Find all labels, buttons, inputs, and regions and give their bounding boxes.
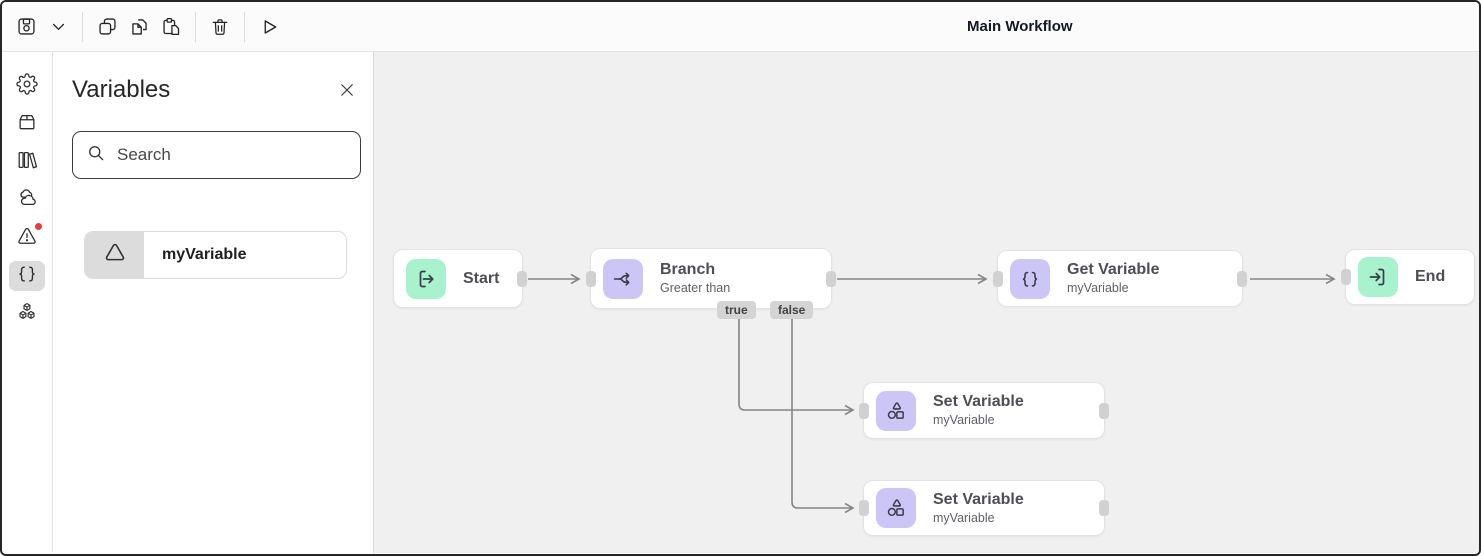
sidebar-item-modules[interactable] <box>9 299 45 329</box>
chevron-down-icon <box>50 18 67 35</box>
node-branch[interactable]: Branch Greater than <box>586 248 836 309</box>
shapes-icon <box>876 488 916 528</box>
delete-button[interactable] <box>204 10 236 44</box>
edge-arrowhead <box>844 404 855 416</box>
edge-false-setvariable2[interactable] <box>791 318 851 509</box>
variable-list-item[interactable]: myVariable <box>84 231 347 279</box>
panel-title: Variables <box>72 76 171 103</box>
triangle-icon <box>100 238 130 273</box>
end-enter-arrow-icon <box>1358 257 1398 297</box>
variables-panel: Variables myVariable <box>53 52 374 553</box>
variable-name: myVariable <box>162 246 247 263</box>
node-title: Branch <box>660 261 716 279</box>
toolbar <box>10 10 285 44</box>
save-options-button[interactable] <box>42 10 74 44</box>
edges-layer <box>528 273 1336 514</box>
search-input[interactable] <box>115 144 347 166</box>
workflow-title: Main Workflow <box>967 18 1073 35</box>
panel-close-button[interactable] <box>336 81 358 103</box>
output-port[interactable] <box>826 270 836 287</box>
sidebar-item-library[interactable] <box>9 147 45 177</box>
toolbar-divider <box>244 11 245 42</box>
sidebar-item-alerts[interactable] <box>9 223 45 253</box>
edge-arrowhead <box>570 273 581 285</box>
node-start[interactable]: Start <box>393 249 527 308</box>
blocks-cubes-icon <box>16 301 38 328</box>
node-subtitle: Greater than <box>660 281 731 296</box>
workflow-canvas[interactable]: Start Branch Greater than true false <box>374 52 1479 553</box>
output-port[interactable] <box>1099 500 1109 516</box>
output-port[interactable] <box>1099 402 1109 419</box>
copy-icon <box>97 16 118 37</box>
variable-icon-box <box>85 232 144 278</box>
icon-sidebar <box>2 52 53 553</box>
node-set-variable-1[interactable]: Set Variable myVariable <box>859 382 1109 439</box>
shapes-icon <box>876 390 916 431</box>
header: Main Workflow <box>2 2 1479 52</box>
sidebar-item-cloud[interactable] <box>9 185 45 215</box>
input-port[interactable] <box>1341 269 1351 285</box>
warning-triangle-icon <box>16 225 38 252</box>
duplicate-icon <box>129 16 150 37</box>
node-subtitle: myVariable <box>933 413 995 428</box>
input-port[interactable] <box>859 500 869 516</box>
node-subtitle: myVariable <box>1067 281 1129 296</box>
toolbar-divider <box>82 11 83 42</box>
package-box-icon <box>16 111 38 138</box>
trash-icon <box>210 17 230 37</box>
node-get-variable[interactable]: Get Variable myVariable <box>993 250 1247 307</box>
library-books-icon <box>16 149 38 176</box>
main-area: Variables myVariable <box>2 52 1479 553</box>
edge-true-setvariable1[interactable] <box>738 318 851 411</box>
clouds-icon <box>16 187 38 214</box>
input-port[interactable] <box>859 402 869 419</box>
sidebar-item-variables[interactable] <box>9 261 45 291</box>
run-button[interactable] <box>253 10 285 44</box>
sidebar-item-settings[interactable] <box>9 71 45 101</box>
node-subtitle: myVariable <box>933 510 995 525</box>
input-port[interactable] <box>586 270 596 287</box>
input-port[interactable] <box>993 270 1003 287</box>
curly-braces-icon <box>16 263 38 290</box>
output-port[interactable] <box>517 270 527 287</box>
save-button[interactable] <box>10 10 42 44</box>
node-title: Start <box>463 269 500 287</box>
save-icon <box>16 16 37 37</box>
gear-icon <box>16 72 38 100</box>
paste-icon <box>161 16 182 37</box>
search-box[interactable] <box>72 131 361 179</box>
edge-arrowhead <box>1325 273 1336 285</box>
node-title: End <box>1415 268 1446 285</box>
paste-button[interactable] <box>155 10 187 44</box>
copy-button[interactable] <box>91 10 123 44</box>
node-title: Set Variable <box>933 393 1024 411</box>
branch-true-port-label[interactable]: true <box>717 301 756 319</box>
sidebar-item-packages[interactable] <box>9 109 45 139</box>
search-icon <box>86 143 106 168</box>
branch-split-icon <box>603 258 643 299</box>
duplicate-button[interactable] <box>123 10 155 44</box>
output-port[interactable] <box>1237 270 1247 287</box>
alert-badge-dot <box>35 223 42 230</box>
play-icon <box>259 17 279 37</box>
close-icon <box>338 81 356 104</box>
node-title: Set Variable <box>933 490 1024 508</box>
edge-arrowhead <box>844 502 855 514</box>
edge-arrowhead <box>977 273 988 285</box>
toolbar-divider <box>195 11 196 42</box>
node-set-variable-2[interactable]: Set Variable myVariable <box>859 480 1109 536</box>
start-exit-arrow-icon <box>406 258 446 299</box>
node-end[interactable]: End <box>1341 249 1475 305</box>
curly-braces-icon <box>1010 258 1050 299</box>
branch-false-port-label[interactable]: false <box>770 301 814 319</box>
node-title: Get Variable <box>1067 261 1160 279</box>
